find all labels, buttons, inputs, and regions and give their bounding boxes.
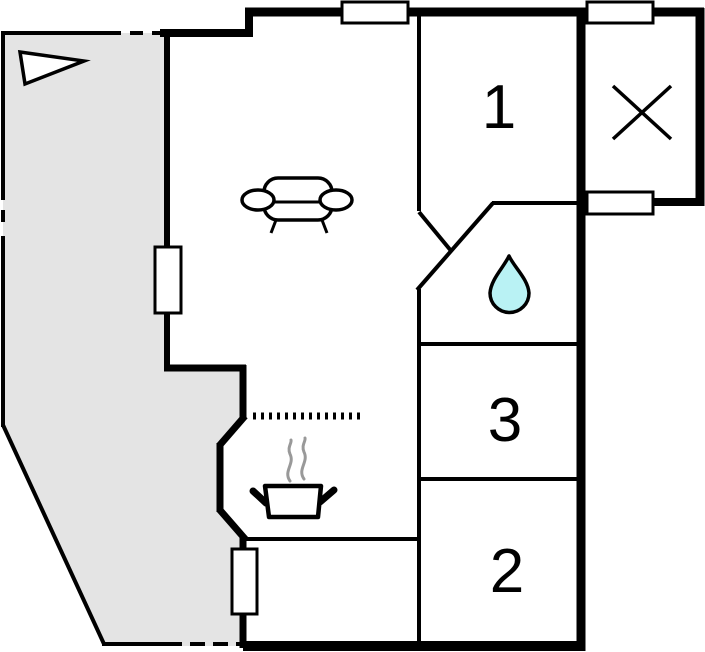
window-living-left bbox=[153, 245, 183, 315]
wall-bathroom-diagonal bbox=[415, 201, 495, 292]
window-annex-top bbox=[585, 0, 655, 25]
stove-pot-icon bbox=[249, 436, 338, 520]
steam-icon bbox=[286, 438, 293, 483]
pot-body bbox=[262, 483, 324, 520]
terrace-area bbox=[3, 33, 246, 646]
windows bbox=[153, 0, 655, 616]
window-annex-bottom bbox=[585, 190, 655, 216]
pot-handle-right bbox=[316, 486, 338, 506]
sofa-armrest-right bbox=[318, 188, 354, 212]
room-1-label: 1 bbox=[482, 73, 516, 142]
wall-kitchen-diagonal-upper bbox=[216, 413, 248, 449]
sofa-leg-right bbox=[320, 219, 329, 234]
direction-arrow-icon bbox=[17, 49, 91, 87]
room-2-label: 2 bbox=[490, 537, 524, 606]
room-3-label: 3 bbox=[488, 386, 522, 455]
sofa-leg-left bbox=[269, 219, 278, 234]
sofa-armrest-left bbox=[240, 188, 276, 212]
pot-handle-left bbox=[249, 487, 270, 507]
wall-kitchen-diagonal-lower bbox=[216, 506, 249, 543]
crossed-room-icon bbox=[611, 84, 673, 141]
terrace-edge-diagonal bbox=[1, 424, 106, 645]
sofa-icon bbox=[240, 176, 354, 234]
door-leaf-bathroom bbox=[417, 210, 454, 254]
window-top-center bbox=[340, 0, 410, 25]
window-hall-left bbox=[230, 547, 259, 616]
water-drop-icon bbox=[488, 254, 531, 315]
terrace-boundary bbox=[1, 31, 247, 646]
cross-line-2 bbox=[611, 84, 673, 141]
steam-icon bbox=[300, 436, 307, 481]
